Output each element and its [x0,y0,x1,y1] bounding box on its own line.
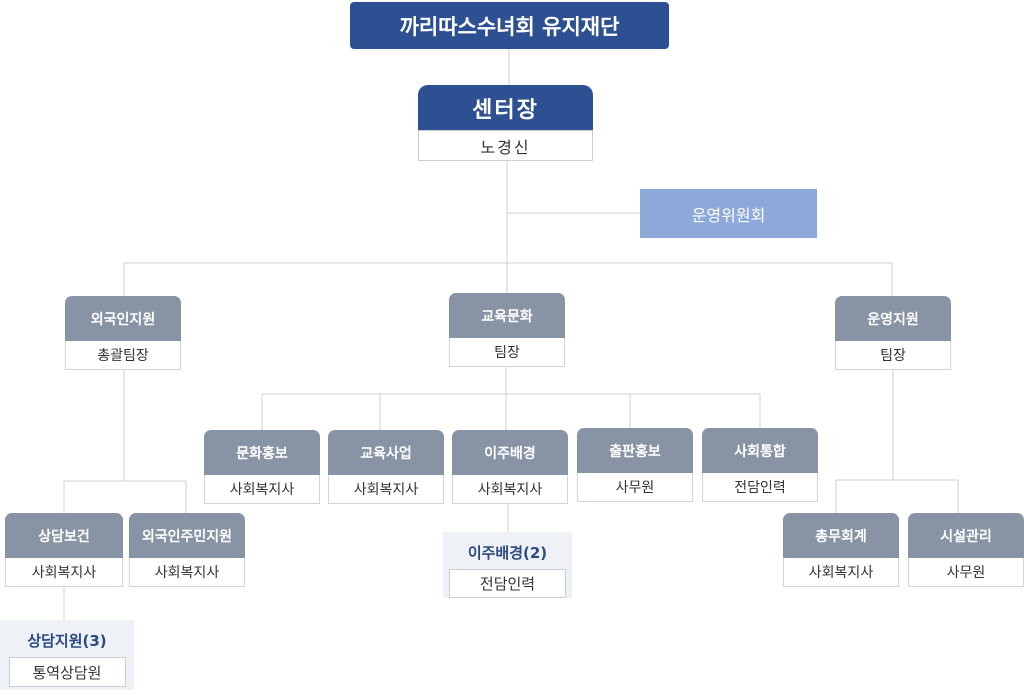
unit-title: 시설관리 [908,513,1024,558]
staff-group-migrant: 이주배경(2) 전담인력 [443,532,572,598]
director-title-box: 센터장 [418,85,593,130]
team-foreign-support: 외국인지원 총괄팀장 [65,296,181,370]
unit-title: 외국인주민지원 [129,513,245,558]
unit-title: 이주배경 [452,430,568,475]
unit-role: 사회복지사 [5,558,123,587]
unit-foreign-resident-support: 외국인주민지원 사회복지사 [129,513,245,587]
unit-publishing-pr: 출판홍보 사무원 [577,428,693,502]
committee-name: 운영위원회 [691,205,766,225]
foundation-name: 까리따스수녀회 유지재단 [399,14,620,39]
director-name: 노경신 [480,137,531,157]
unit-education-business: 교육사업 사회복지사 [328,430,444,504]
unit-counseling-health: 상담보건 사회복지사 [5,513,123,587]
unit-role: 사회복지사 [328,475,444,504]
staff-group-title: 이주배경(2) [467,544,548,562]
team-title: 교육문화 [449,293,565,338]
unit-title: 교육사업 [328,430,444,475]
unit-role: 사무원 [577,473,693,502]
director-name-box: 노경신 [418,130,593,161]
unit-social-integration: 사회통합 전담인력 [702,428,818,502]
unit-title: 상담보건 [5,513,123,558]
committee-box: 운영위원회 [640,189,817,238]
unit-role: 사무원 [908,558,1024,587]
team-role: 팀장 [835,341,951,370]
unit-migrant-background: 이주배경 사회복지사 [452,430,568,504]
unit-role: 사회복지사 [129,558,245,587]
team-operations-support: 운영지원 팀장 [835,296,951,370]
unit-role: 사회복지사 [783,558,899,587]
unit-role: 사회복지사 [452,475,568,504]
foundation-box: 까리따스수녀회 유지재단 [350,2,669,49]
team-role: 총괄팀장 [65,341,181,370]
director-title: 센터장 [472,97,539,123]
unit-title: 사회통합 [702,428,818,473]
unit-title: 출판홍보 [577,428,693,473]
staff-group-counseling: 상담지원(3) 통역상담원 [0,620,134,690]
unit-general-accounting: 총무회계 사회복지사 [783,513,899,587]
unit-facility-management: 시설관리 사무원 [908,513,1024,587]
unit-title: 총무회계 [783,513,899,558]
staff-group-title: 상담지원(3) [27,632,107,650]
unit-role: 사회복지사 [204,475,320,504]
team-role: 팀장 [449,338,565,367]
unit-title: 문화홍보 [204,430,320,475]
staff-group-role: 전담인력 [449,569,566,598]
unit-role: 전담인력 [702,473,818,502]
team-title: 외국인지원 [65,296,181,341]
unit-culture-pr: 문화홍보 사회복지사 [204,430,320,504]
staff-group-role: 통역상담원 [8,657,126,687]
team-education-culture: 교육문화 팀장 [449,293,565,367]
team-title: 운영지원 [835,296,951,341]
